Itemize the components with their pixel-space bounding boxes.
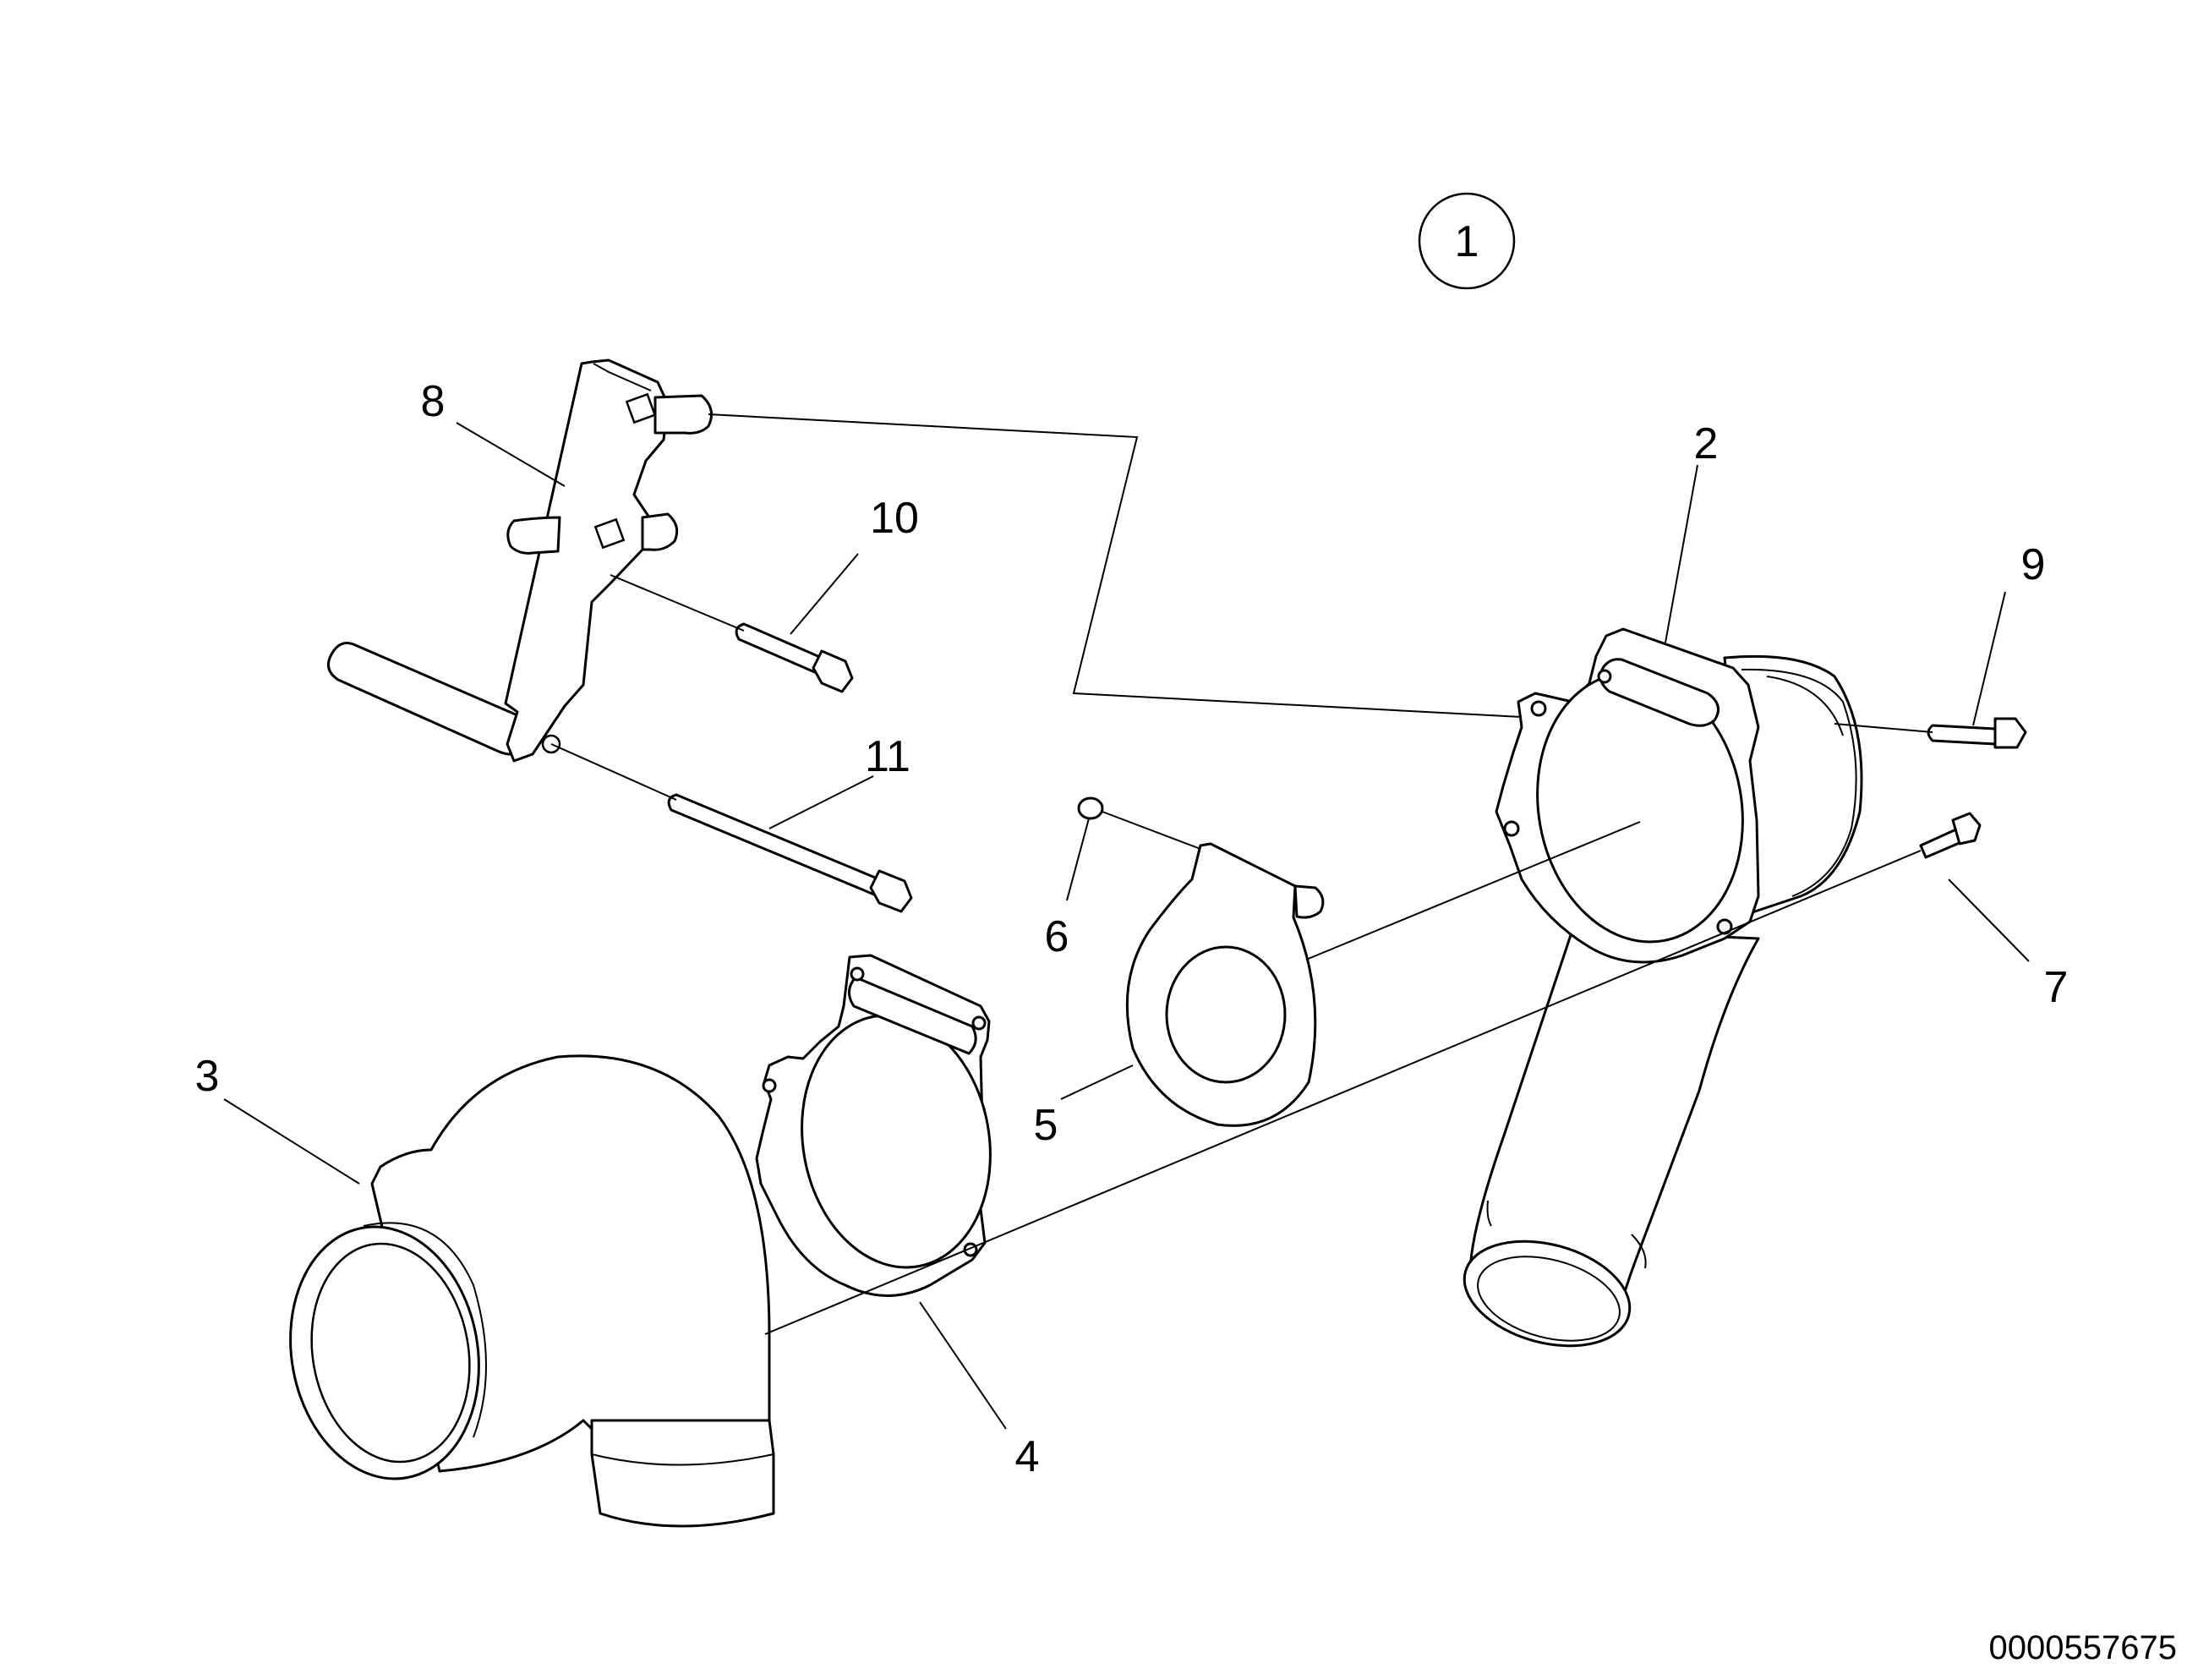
part-6-washer (1077, 796, 1104, 820)
callout-5: 5 (1034, 1101, 1058, 1150)
callout-6: 6 (1045, 912, 1069, 961)
callout-11: 11 (865, 732, 910, 781)
part-8-bracket (326, 358, 714, 763)
part-11-bolt (667, 793, 913, 913)
callout-8: 8 (421, 377, 446, 426)
callout-10: 10 (870, 494, 919, 543)
assembly-reference-marker: 1 (1418, 192, 1516, 290)
assembly-reference-number: 1 (1455, 217, 1479, 266)
callout-4: 4 (1015, 1432, 1040, 1481)
part-10-bolt (735, 622, 854, 693)
part-5-plate (1125, 842, 1325, 1127)
callout-9: 9 (2021, 540, 2046, 589)
callout-2: 2 (1694, 419, 1719, 468)
part-7-bolt (1919, 812, 1982, 859)
part-2-housing (1463, 627, 1863, 1348)
part-3-elbow (289, 1054, 775, 1528)
document-number: 0000557675 (1989, 1629, 2177, 1666)
part-9-bolt (1927, 717, 2027, 749)
callout-3: 3 (195, 1052, 220, 1101)
callout-labels: 2 3 4 5 6 7 8 9 10 11 (195, 377, 2069, 1481)
callout-7: 7 (2044, 963, 2069, 1012)
leader-lines (223, 413, 2030, 1430)
part-4-gasket (755, 954, 992, 1297)
